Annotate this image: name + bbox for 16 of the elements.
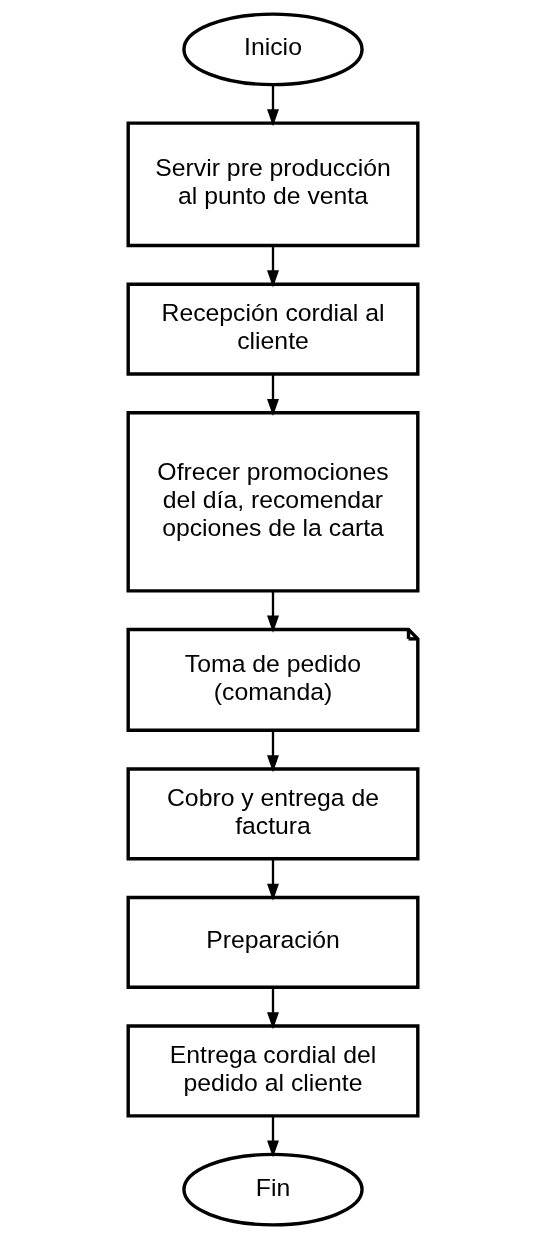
node-box: Ofrecer promociones del día, recomendar opciones de la carta — [126, 411, 420, 593]
node-box: Entrega cordial del pedido al cliente — [126, 1024, 420, 1118]
arrow — [267, 245, 279, 288]
node-ellipse: Fin — [182, 1152, 364, 1227]
arrow — [267, 84, 279, 127]
node-box: Recepción cordial al cliente — [126, 282, 420, 376]
arrow — [267, 859, 279, 901]
arrow — [267, 987, 279, 1030]
arrow — [267, 590, 279, 633]
node-box: Preparación — [126, 895, 420, 990]
arrow — [267, 1116, 279, 1158]
arrow — [267, 374, 279, 417]
node-box: Servir pre producción al punto de venta — [126, 121, 420, 248]
node-box: Cobro y entrega de factura — [126, 767, 420, 861]
node-ellipse: Inicio — [182, 12, 364, 87]
arrow — [267, 730, 279, 773]
